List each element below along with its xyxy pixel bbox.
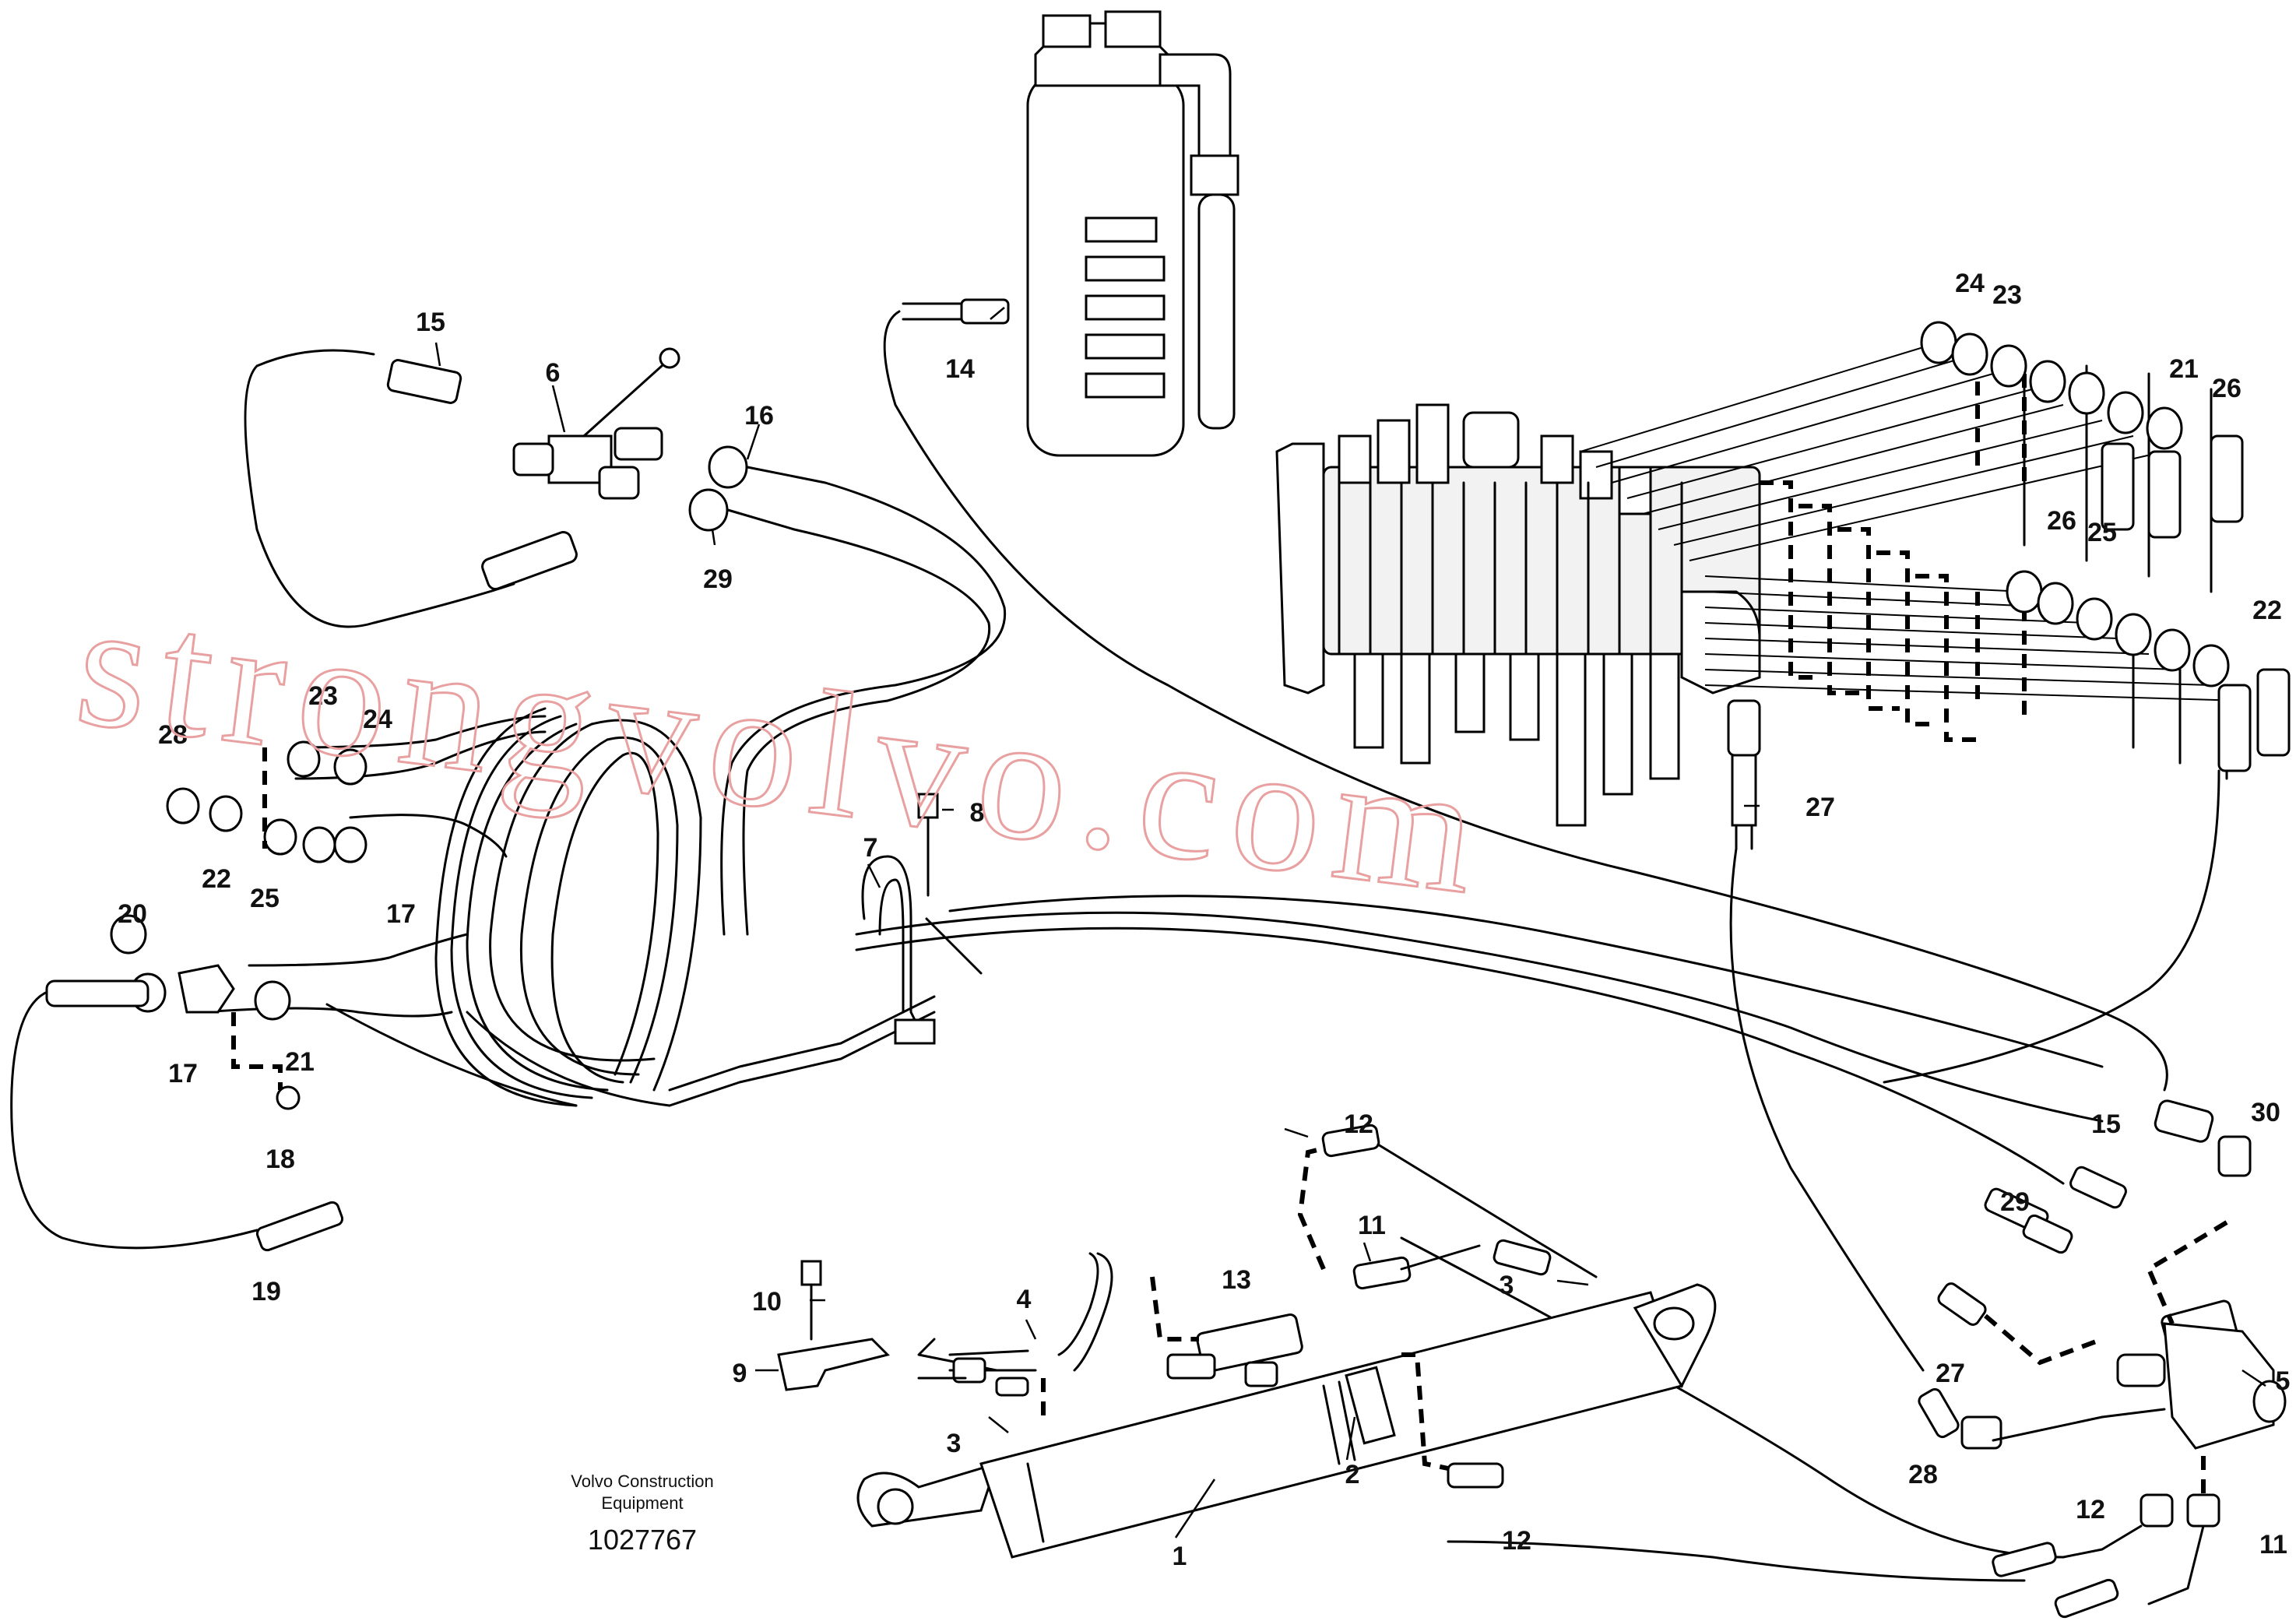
callout-28: 28 <box>1908 1460 1938 1489</box>
callout-26: 26 <box>2047 506 2076 536</box>
callout-1: 1 <box>1173 1542 1187 1571</box>
callout-21: 20 <box>118 899 147 929</box>
bracket-9 <box>777 1260 890 1391</box>
callout-12: 12 <box>1502 1526 1531 1556</box>
valve-5 <box>1918 1099 2287 1619</box>
callout-11: 11 <box>1358 1211 1386 1240</box>
callout-6: 6 <box>546 358 561 388</box>
callout-3: 3 <box>1500 1271 1514 1300</box>
filter-canister <box>1026 10 1239 457</box>
callout-2: 2 <box>1345 1460 1360 1489</box>
leader-lines <box>434 307 2266 1538</box>
callout-27: 27 <box>1936 1359 1965 1388</box>
callout-15: 14 <box>945 354 975 384</box>
left-fittings <box>10 740 367 1252</box>
drawing-caption: Volvo Construction Equipment 1027767 <box>571 1472 713 1556</box>
bracket-7 <box>861 793 983 1045</box>
callout-5: 5 <box>2276 1366 2291 1396</box>
callout-24: 23 <box>308 681 338 711</box>
callout-23: 22 <box>202 864 231 894</box>
manufacturer-line-1: Volvo Construction <box>571 1472 713 1491</box>
callout-18: 17 <box>168 1059 198 1088</box>
callout-30: 29 <box>703 564 733 594</box>
callout-27: 26 <box>2212 374 2242 403</box>
callout-7: 7 <box>863 833 878 863</box>
valve-14 <box>917 1142 1464 1474</box>
callout-9: 9 <box>733 1359 747 1388</box>
manufacturer-line-2: Equipment <box>601 1493 683 1513</box>
callout-25: 24 <box>363 705 392 734</box>
callout-10: 10 <box>752 1287 782 1317</box>
callout-19: 18 <box>265 1145 295 1174</box>
callout-17: 16 <box>744 401 774 431</box>
callout-24: 24 <box>1955 269 1985 298</box>
callout-8: 8 <box>970 798 985 828</box>
callout-21: 21 <box>2169 354 2199 384</box>
coiled-hoses <box>201 707 936 1107</box>
callout-numbers: 1 2 3 3 4 5 6 7 8 9 10 11 11 12 12 12 13… <box>118 269 2290 1571</box>
hydraulic-cylinder <box>856 1283 1717 1559</box>
callout-30: 30 <box>2251 1098 2280 1127</box>
callout-25: 25 <box>2087 518 2117 547</box>
fittings-right-upper <box>1920 321 2244 539</box>
callout-12: 12 <box>2076 1495 2105 1524</box>
callout-22: 21 <box>285 1047 315 1077</box>
callout-22: 22 <box>2252 596 2282 625</box>
callout-28: 27 <box>1806 793 1835 822</box>
control-valve-block <box>1275 403 1761 827</box>
cylinder-fittings <box>1321 1123 1598 1489</box>
callout-17: 17 <box>386 899 416 929</box>
callout-29: 28 <box>158 720 188 750</box>
callout-3: 3 <box>947 1429 962 1458</box>
callout-26: 25 <box>250 884 280 913</box>
callout-15: 15 <box>2091 1109 2121 1139</box>
top-left-valve <box>244 347 1007 936</box>
fitting-28 <box>1727 699 1761 850</box>
callout-16: 15 <box>416 308 445 337</box>
drawing-number: 1027767 <box>588 1524 697 1556</box>
callout-23: 23 <box>1992 280 2022 310</box>
callout-11: 11 <box>2259 1530 2287 1559</box>
callout-20: 19 <box>251 1277 281 1306</box>
fitting-15-top <box>902 298 1010 325</box>
callout-14: 13 <box>1222 1265 1251 1295</box>
callout-4: 4 <box>1017 1285 1032 1314</box>
callout-13: 12 <box>1344 1109 1373 1139</box>
callout-29: 29 <box>2000 1187 2030 1217</box>
fittings-right-lower <box>2006 570 2291 772</box>
